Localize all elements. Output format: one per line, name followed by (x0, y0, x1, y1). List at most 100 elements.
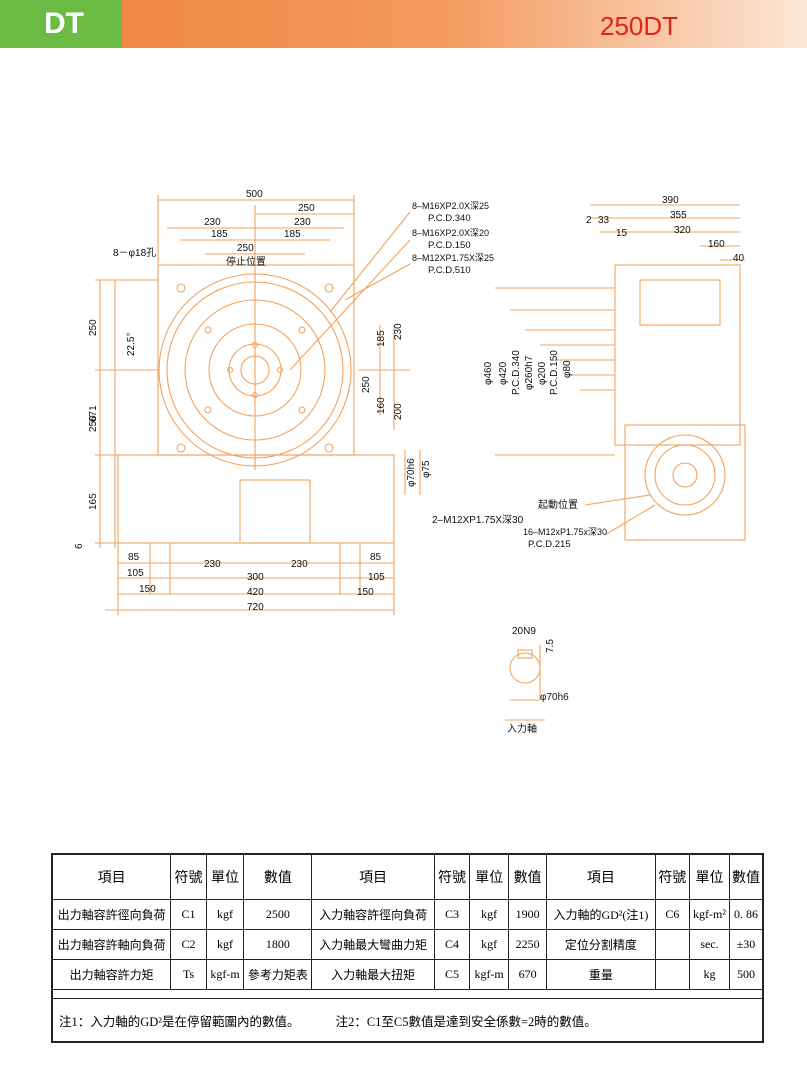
note-1: 注1：入力軸的GD²是在停留範圍內的數值。 (59, 1014, 300, 1029)
table-cell: 500 (729, 959, 764, 990)
table-cell: kgf-m² (688, 899, 731, 930)
table-note-row: 注1：入力軸的GD²是在停留範圍內的數值。 注2：C1至C5數值是達到安全係數=2… (51, 998, 764, 1043)
dim-671: 671 (88, 405, 99, 422)
dim-6: 6 (74, 543, 85, 549)
table-gap-row (52, 989, 763, 999)
dim-165: 165 (88, 493, 99, 510)
table-note-cell: 注1：入力軸的GD²是在停留範圍內的數值。 注2：C1至C5數值是達到安全係數=2… (51, 998, 764, 1043)
engineering-drawing: 500 250 230 230 185 185 250 8－φ18孔 停止位置 … (74, 189, 746, 735)
side-dia-200: φ200 (537, 361, 548, 385)
table-cell: 入力軸最大扭矩 (311, 959, 435, 990)
series-tab: DT (0, 0, 122, 48)
table-header-row: 項目 符號 單位 數值 項目 符號 單位 數值 項目 符號 單位 數值 (51, 853, 764, 900)
table-cell: kgf (469, 899, 509, 930)
table-cell: 670 (507, 959, 548, 990)
side-dim-33: 33 (598, 215, 610, 226)
table-cell: kgf-m (469, 959, 509, 990)
table-cell: kgf (205, 899, 245, 930)
dim-300: 300 (247, 572, 264, 583)
dim-250-left-top: 250 (88, 319, 99, 336)
side-dia-80: φ80 (562, 360, 573, 378)
table-cell: 入力軸最大彎曲力矩 (311, 929, 435, 960)
dim-720: 720 (247, 602, 264, 613)
table-cell: C6 (654, 899, 690, 930)
front-view-lines (95, 195, 421, 615)
note-2: 注2：C1至C5數值是達到安全係數=2時的數值。 (335, 1014, 597, 1029)
side-dia-420: φ420 (498, 361, 509, 385)
hole-label: 8－φ18孔 (113, 247, 156, 259)
table-cell: 重量 (546, 959, 656, 990)
dim-250-right-v: 250 (361, 376, 372, 393)
table-header-cell: 單位 (205, 853, 245, 900)
dim-105-right: 105 (368, 572, 385, 583)
dim-200-right-v: 200 (393, 403, 404, 420)
side-view-lines (495, 204, 746, 541)
table-header-cell: 符號 (170, 853, 207, 900)
header-bar (0, 0, 807, 48)
table-header-cell: 單位 (469, 853, 509, 900)
table-cell: 出力軸容許軸向負荷 (51, 929, 172, 960)
table-cell: 2250 (507, 929, 548, 960)
table-cell: kgf (469, 929, 509, 960)
shaft-75-label: φ75 (421, 460, 432, 478)
shaft-70h6-label: φ70h6 (406, 458, 417, 487)
table-cell: 定位分割精度 (546, 929, 656, 960)
table-cell: 出力軸容許徑向負荷 (51, 899, 172, 930)
table-cell: 1900 (507, 899, 548, 930)
table-cell: 0. 86 (729, 899, 764, 930)
table-cell: 入力軸容許徑向負荷 (311, 899, 435, 930)
table-cell: 入力軸的GD²(注1) (546, 899, 656, 930)
shaft-key-label: 20N9 (512, 626, 536, 637)
table-cell (654, 929, 690, 960)
dim-85-right: 85 (370, 552, 382, 563)
callout-3b: P.C.D.510 (428, 265, 471, 276)
spec-table: 項目 符號 單位 數值 項目 符號 單位 數值 項目 符號 單位 數值 出力軸容… (51, 853, 764, 1043)
dim-230-bottom-left: 230 (204, 559, 221, 570)
table-header-cell: 數值 (729, 853, 764, 900)
table-row: 出力軸容許徑向負荷 C1 kgf 2500 入力軸容許徑向負荷 C3 kgf 1… (51, 899, 764, 930)
callout-1a: 8–M16XP2.0X深25 (412, 201, 489, 211)
stop-position-label: 停止位置 (226, 255, 266, 268)
table-header-cell: 數值 (507, 853, 548, 900)
model-title: 250DT (600, 11, 679, 41)
table-cell: C2 (170, 929, 207, 960)
table-gap-cell (52, 989, 763, 999)
dim-150-right: 150 (357, 587, 374, 598)
side-tap-b: P.C.D.215 (528, 539, 571, 550)
dim-185-right-v: 185 (376, 330, 387, 347)
table-cell: C3 (433, 899, 471, 930)
table-cell: 出力軸容許力矩 (51, 959, 172, 990)
table-cell: kg (688, 959, 731, 990)
table-header-cell: 項目 (51, 853, 172, 900)
side-dia-460: φ460 (483, 361, 494, 385)
callout-3a: 8–M12XP1.75X深25 (412, 253, 494, 263)
dim-150-left: 150 (139, 584, 156, 595)
shaft-detail-lines (505, 645, 545, 721)
dim-250-mid: 250 (237, 243, 254, 254)
table-cell: 2500 (243, 899, 313, 930)
dim-500: 500 (246, 189, 263, 200)
table-cell: sec. (688, 929, 731, 960)
dim-250-left-bottom: 250 (88, 415, 99, 432)
table-header-cell: 符號 (433, 853, 471, 900)
callout-2a: 8–M16XP2.0X深20 (412, 228, 489, 238)
table-row: 出力軸容許軸向負荷 C2 kgf 1800 入力軸最大彎曲力矩 C4 kgf 2… (51, 929, 764, 960)
side-pcd-150: P.C.D.150 (549, 350, 560, 395)
callout-1b: P.C.D.340 (428, 213, 471, 224)
side-dim-355: 355 (670, 210, 687, 221)
table-cell: ±30 (729, 929, 764, 960)
dim-230-left: 230 (204, 217, 221, 228)
dim-105-left: 105 (127, 568, 144, 579)
dim-85-left: 85 (128, 552, 140, 563)
dim-230-right-v: 230 (393, 323, 404, 340)
table-row: 出力軸容許力矩 Ts kgf-m 參考力矩表 入力軸最大扭矩 C5 kgf-m … (51, 959, 764, 990)
angle-label: 22.5° (126, 333, 137, 356)
side-dim-160: 160 (708, 239, 725, 250)
table-cell: Ts (170, 959, 207, 990)
start-position-label: 起動位置 (538, 498, 578, 511)
side-tap-a: 16–M12xP1.75x深30 (523, 527, 607, 537)
shaft-dia-label: φ70h6 (540, 692, 569, 703)
table-cell: kgf (205, 929, 245, 960)
dim-420: 420 (247, 587, 264, 598)
dim-230-bottom-right: 230 (291, 559, 308, 570)
